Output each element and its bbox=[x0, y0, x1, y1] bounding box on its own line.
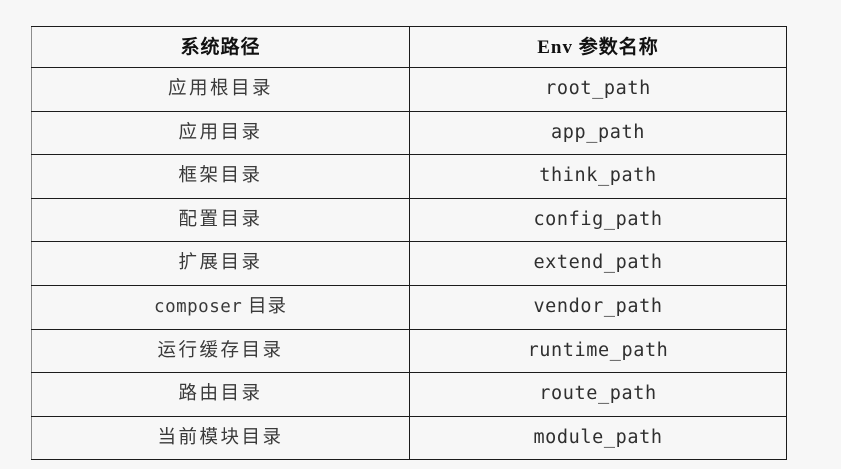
env-name-value: app_path bbox=[551, 121, 645, 143]
system-path-value: 扩展目录 bbox=[178, 253, 263, 274]
system-path-value: 应用目录 bbox=[178, 122, 263, 143]
cell-system-path: 应用目录 bbox=[31, 110, 410, 156]
table-row: 路由目录 route_path bbox=[31, 372, 787, 417]
env-name-value: think_path bbox=[539, 165, 657, 187]
cell-system-path: 路由目录 bbox=[31, 372, 410, 417]
cell-system-path: 扩展目录 bbox=[31, 241, 410, 286]
system-path-value: 框架目录 bbox=[178, 166, 263, 187]
cell-system-path: 应用根目录 bbox=[31, 67, 410, 112]
cell-system-path: 框架目录 bbox=[31, 154, 410, 199]
system-path-value: 路由目录 bbox=[178, 384, 263, 405]
system-path-value: composer 目录 bbox=[32, 298, 409, 317]
column-header-env-name-mono: Env bbox=[537, 36, 573, 58]
system-path-value: 运行缓存目录 bbox=[157, 340, 284, 361]
column-header-env-name-cjk: 参数名称 bbox=[572, 36, 659, 58]
path-table-container: 系统路径 Env 参数名称 应用根目录 root_path bbox=[31, 26, 787, 461]
table-header-row: 系统路径 Env 参数名称 bbox=[31, 26, 787, 68]
system-path-env-table: 系统路径 Env 参数名称 应用根目录 root_path bbox=[31, 26, 787, 461]
table-row: composer 目录 vendor_path bbox=[31, 284, 787, 330]
column-header-system-path-label: 系统路径 bbox=[180, 36, 261, 58]
table-row: 应用根目录 root_path bbox=[31, 67, 787, 112]
column-header-env-name: Env 参数名称 bbox=[409, 26, 787, 68]
cell-env-name: vendor_path bbox=[409, 284, 787, 330]
env-name-value: runtime_path bbox=[527, 339, 669, 361]
system-path-value-mono: composer bbox=[154, 297, 243, 318]
table-row: 运行缓存目录 runtime_path bbox=[31, 328, 787, 374]
cell-env-name: root_path bbox=[409, 67, 787, 112]
cell-system-path: 当前模块目录 bbox=[31, 415, 410, 461]
env-name-value: route_path bbox=[539, 383, 657, 405]
system-path-value: 配置目录 bbox=[178, 209, 263, 230]
cell-env-name: config_path bbox=[409, 197, 787, 243]
env-name-value: vendor_path bbox=[533, 296, 663, 318]
system-path-value-cjk: 目录 bbox=[242, 297, 287, 318]
env-name-value: root_path bbox=[545, 78, 651, 100]
env-name-value: extend_path bbox=[533, 252, 663, 274]
column-header-env-name-label: Env 参数名称 bbox=[410, 38, 786, 57]
column-header-system-path: 系统路径 bbox=[31, 26, 410, 68]
cell-env-name: think_path bbox=[409, 154, 787, 199]
table-row: 配置目录 config_path bbox=[31, 197, 787, 243]
cell-env-name: route_path bbox=[409, 372, 787, 417]
table-header: 系统路径 Env 参数名称 bbox=[31, 26, 787, 68]
env-name-value: config_path bbox=[533, 208, 663, 230]
cell-env-name: app_path bbox=[409, 110, 787, 156]
cell-system-path: 配置目录 bbox=[31, 197, 410, 243]
table-row: 应用目录 app_path bbox=[31, 110, 787, 156]
system-path-value: 当前模块目录 bbox=[157, 427, 284, 448]
cell-env-name: module_path bbox=[409, 415, 787, 461]
table-row: 当前模块目录 module_path bbox=[31, 415, 787, 461]
cell-system-path: composer 目录 bbox=[31, 284, 410, 330]
env-name-value: module_path bbox=[533, 426, 663, 448]
system-path-value: 应用根目录 bbox=[167, 79, 273, 100]
cell-system-path: 运行缓存目录 bbox=[31, 328, 410, 374]
cell-env-name: runtime_path bbox=[409, 328, 787, 374]
table-row: 扩展目录 extend_path bbox=[31, 241, 787, 286]
cell-env-name: extend_path bbox=[409, 241, 787, 286]
table-body: 应用根目录 root_path 应用目录 app_path bbox=[31, 67, 787, 461]
table-row: 框架目录 think_path bbox=[31, 154, 787, 199]
